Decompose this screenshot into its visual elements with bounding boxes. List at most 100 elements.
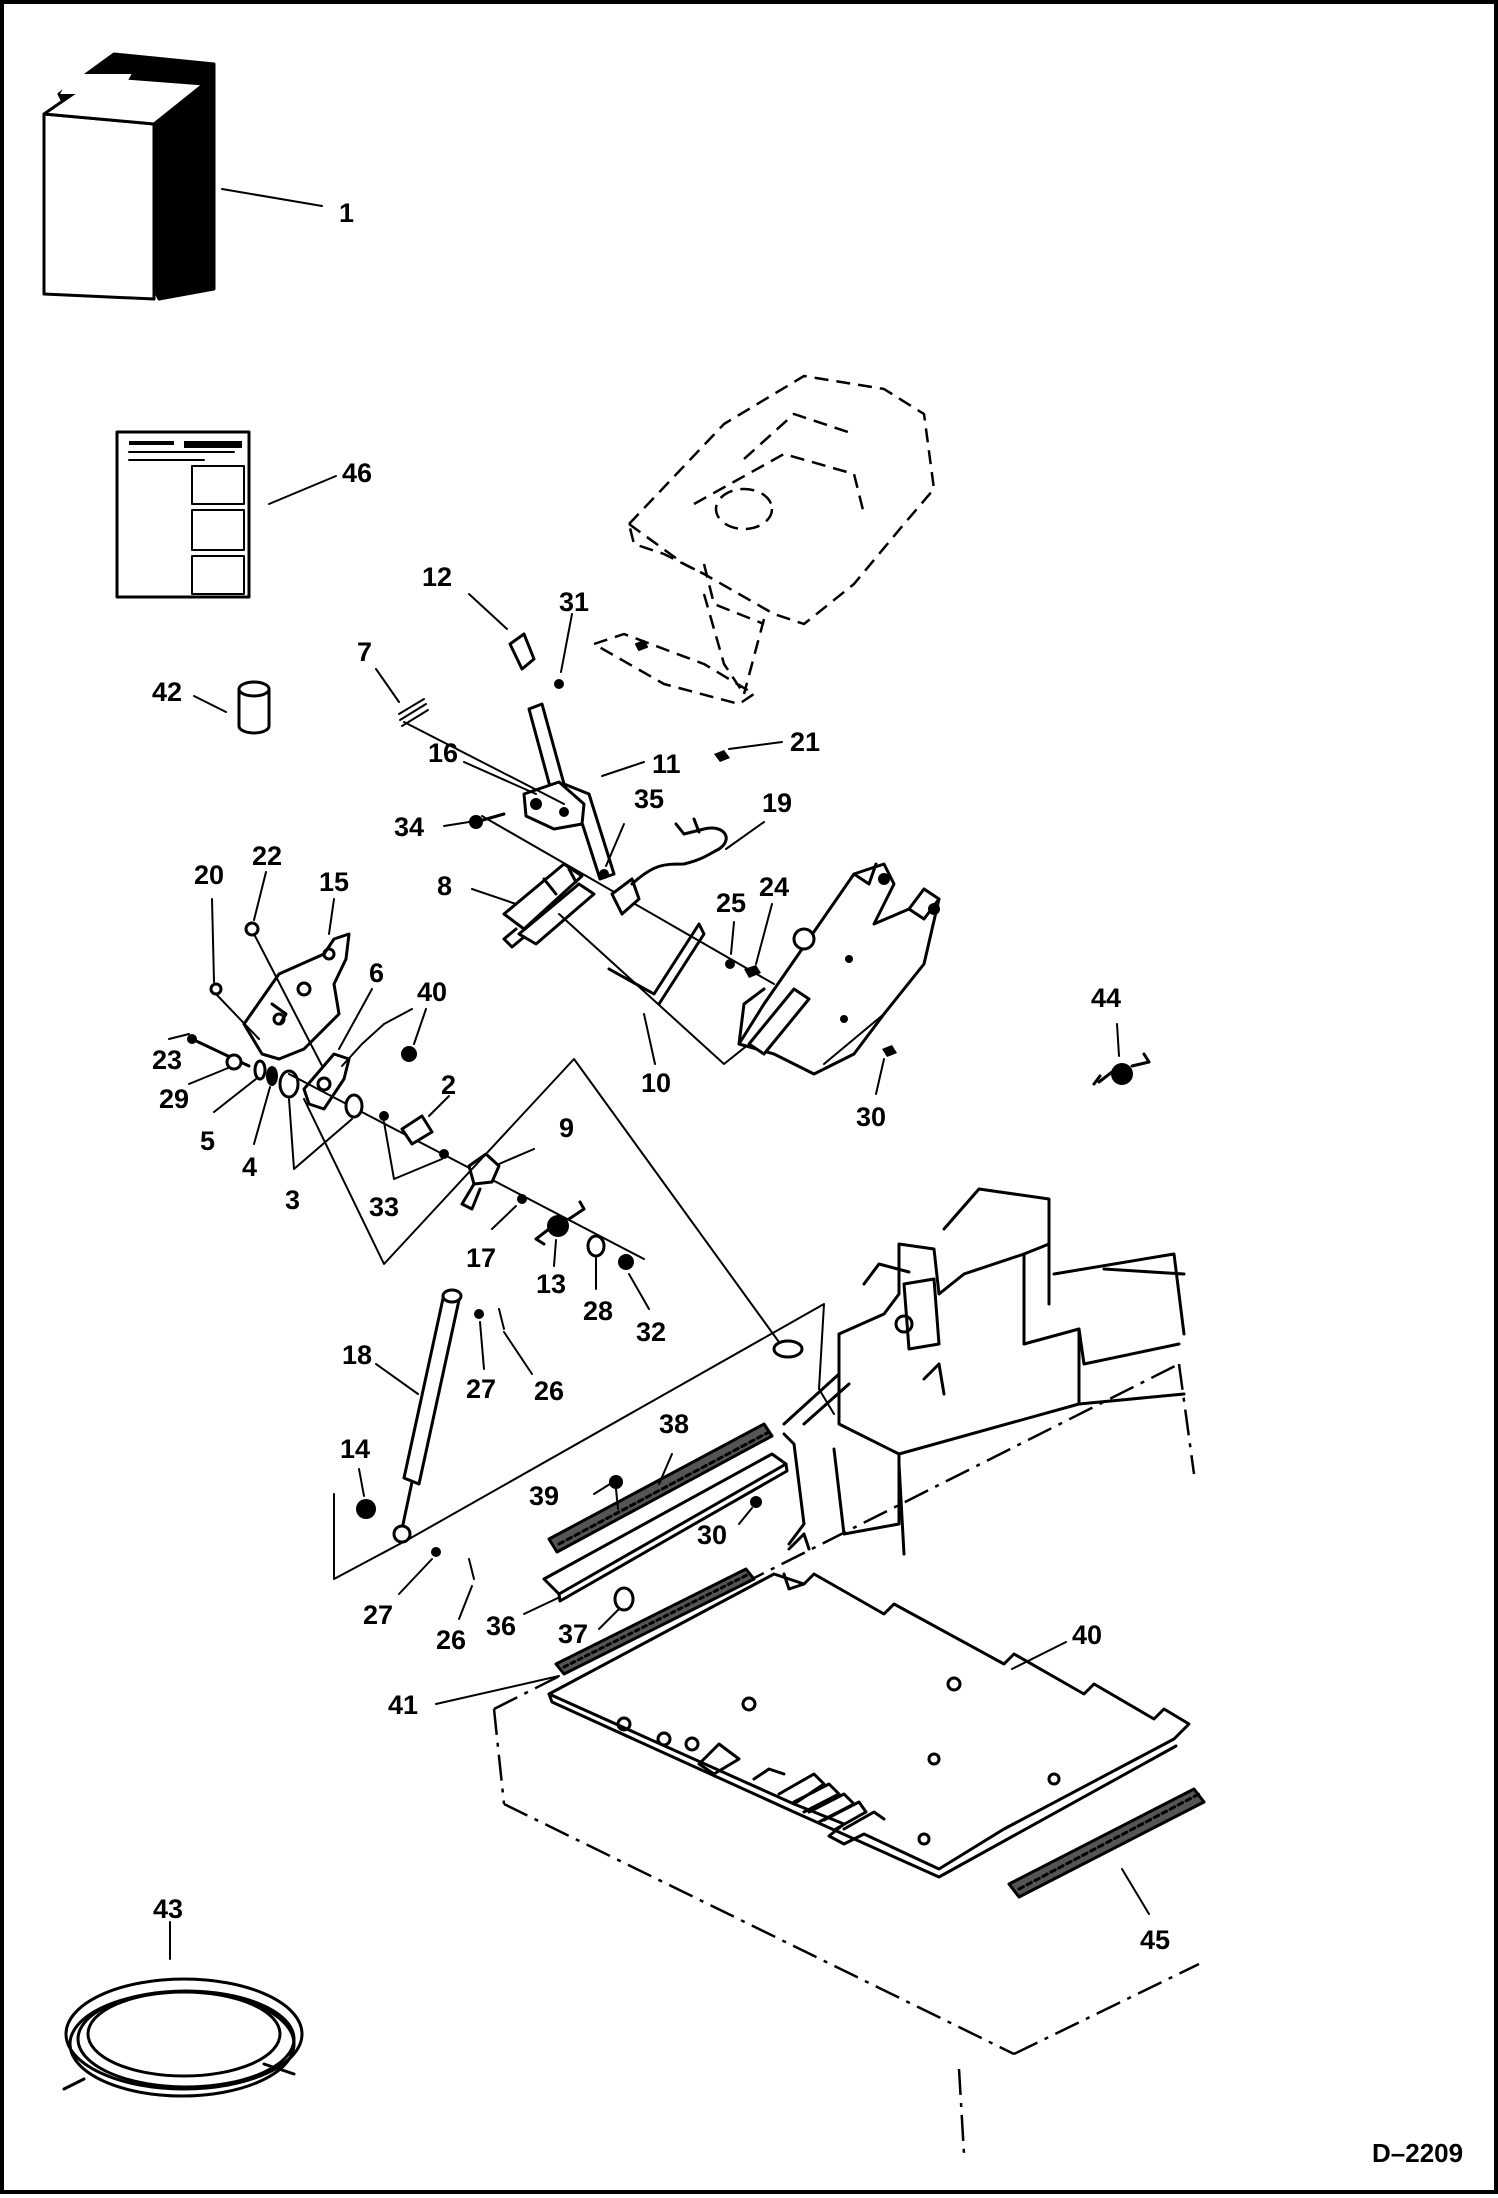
part-2-spacer [379, 1111, 434, 1146]
callout-46: 46 [342, 458, 372, 488]
part-3-bearing [278, 1069, 300, 1099]
part-3-bearing-2 [344, 1093, 364, 1119]
leader-3 [288, 1098, 353, 1170]
part-27-washer-upper [474, 1309, 484, 1319]
leader-21 [728, 741, 783, 750]
part-29-washer [225, 1053, 243, 1071]
leader-40b [1011, 1641, 1067, 1670]
exploded-parts-diagram: 1 46 42 12 31 7 16 11 21 34 35 19 8 25 2… [42, 52, 1463, 2168]
leader-27a [479, 1321, 485, 1370]
leader-35 [605, 823, 625, 867]
part-22-screw [244, 921, 260, 937]
callout-24: 24 [759, 872, 789, 902]
part-8-bracket [502, 862, 596, 949]
part-34-bolt [469, 812, 506, 829]
leader-13 [553, 1239, 557, 1267]
callout-13: 13 [536, 1269, 566, 1299]
leader-8 [471, 888, 517, 905]
leader-46 [268, 475, 337, 505]
leader-45 [1121, 1868, 1150, 1915]
part-1-manual [42, 52, 216, 301]
part-15-plate [242, 932, 351, 1061]
callout-17: 17 [466, 1243, 496, 1273]
part-40-nut-upper [401, 1046, 417, 1062]
callout-1: 1 [339, 198, 354, 228]
callout-39: 39 [529, 1481, 559, 1511]
callout-23: 23 [152, 1045, 182, 1075]
callout-19: 19 [762, 788, 792, 818]
leader-4 [253, 1086, 271, 1145]
leader-26a [503, 1331, 533, 1375]
callout-35: 35 [634, 784, 664, 814]
part-35-pin [599, 869, 609, 879]
part-9-arm [460, 1152, 501, 1211]
leader-39 [593, 1483, 611, 1495]
callout-11: 11 [652, 749, 681, 779]
part-31-nut [554, 679, 564, 689]
callout-30-lower: 30 [697, 1520, 727, 1550]
callout-22: 22 [252, 841, 282, 871]
leader-22 [253, 871, 267, 921]
callout-34: 34 [394, 812, 424, 842]
part-12-pad [508, 632, 536, 671]
console-outline-dashed [592, 374, 936, 706]
leader-36 [523, 1596, 561, 1615]
leader-38 [658, 1453, 673, 1485]
callout-10: 10 [641, 1068, 671, 1098]
leader-1 [221, 188, 323, 207]
axis-7 [403, 721, 565, 805]
callout-27-lower: 27 [363, 1600, 393, 1630]
part-43-hose-coil [62, 1977, 304, 2098]
part-33-washer [439, 1149, 449, 1159]
leader-19 [725, 821, 765, 850]
leader-12 [468, 593, 508, 630]
leader-2 [428, 1095, 450, 1117]
part-40-floor-panel [547, 1572, 1191, 1879]
callout-3: 3 [285, 1185, 300, 1215]
part-4-washer [266, 1066, 278, 1086]
part-6-tab [341, 1008, 413, 1067]
callout-8: 8 [437, 871, 452, 901]
callout-25: 25 [716, 888, 746, 918]
callout-38: 38 [659, 1409, 689, 1439]
callout-7: 7 [357, 637, 372, 667]
part-6-bracket [302, 1052, 351, 1111]
leader-32 [628, 1273, 650, 1310]
leader-14 [358, 1468, 365, 1497]
part-44-spring [1092, 1052, 1151, 1086]
part-18-gas-spring [392, 1288, 463, 1544]
callout-33: 33 [369, 1192, 399, 1222]
callout-6: 6 [369, 958, 384, 988]
leader-44 [1116, 1023, 1120, 1057]
leader-11 [601, 761, 645, 777]
callout-29: 29 [159, 1084, 189, 1114]
callout-15: 15 [319, 867, 349, 897]
part-46-decal [115, 430, 251, 599]
part-19-switch [610, 817, 728, 916]
leader-16 [463, 761, 537, 795]
callout-12: 12 [422, 562, 452, 592]
leader-7 [375, 668, 400, 703]
leader-20 [211, 898, 215, 983]
callout-4: 4 [242, 1152, 257, 1182]
callout-14: 14 [340, 1434, 370, 1464]
leader-23 [168, 1033, 190, 1040]
callout-5: 5 [200, 1126, 215, 1156]
callout-28: 28 [583, 1296, 613, 1326]
leader-18 [375, 1363, 419, 1395]
axis-39 [615, 1488, 619, 1510]
part-13-spring [534, 1200, 586, 1246]
part-16-bracket [522, 780, 586, 831]
leader-24 [755, 903, 773, 965]
callout-2: 2 [441, 1070, 456, 1100]
leader-17 [491, 1205, 517, 1230]
callout-26-lower: 26 [436, 1625, 466, 1655]
part-24-nut [744, 965, 761, 978]
leader-26b [458, 1585, 473, 1620]
leader-37 [598, 1608, 620, 1630]
callout-32: 32 [636, 1317, 666, 1347]
callout-37: 37 [558, 1619, 588, 1649]
axis-20 [215, 993, 260, 1040]
part-30-bolt-lower [750, 1496, 762, 1508]
